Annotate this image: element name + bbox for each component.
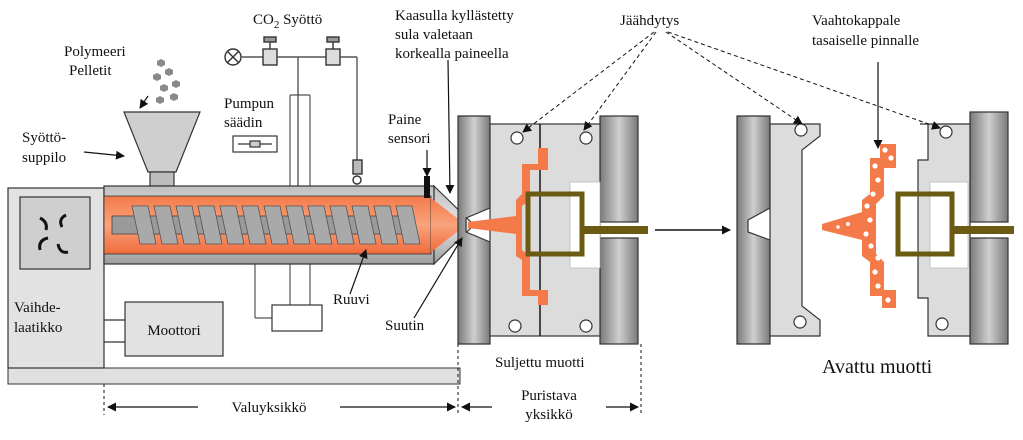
label-motor: Moottori <box>147 323 200 339</box>
pellets <box>153 59 180 104</box>
label-open-mold: Avattu muotti <box>822 356 933 378</box>
label-foam-line1: Vaahtokappale <box>812 13 901 29</box>
label-gearbox-line1: Vaihde- <box>14 300 61 316</box>
label-gas-line1: Kaasulla kyllästetty <box>395 8 514 24</box>
closed-mold <box>457 115 648 345</box>
hopper <box>123 111 201 187</box>
co2-supply-piping <box>224 36 363 186</box>
screw-flights <box>131 205 421 245</box>
label-hopper-line2: suppilo <box>22 150 66 166</box>
label-foam-line2: tasaiselle pinnalle <box>812 33 919 49</box>
label-cooling: Jäähdytys <box>620 13 679 29</box>
label-pump-line1: Pumpun <box>224 96 275 112</box>
label-polymer-line2: Pelletit <box>69 63 112 79</box>
label-co2-subscript: 2 <box>274 19 280 31</box>
label-pressure-line2: sensori <box>388 131 431 147</box>
cooling-arrows <box>522 31 941 133</box>
label-gas-line3: korkealla paineella <box>395 46 509 62</box>
label-pressure-line1: Paine <box>388 112 422 128</box>
label-clamp-line2: yksikkö <box>525 407 573 423</box>
label-co2-supply: CO2 Syöttö <box>253 12 322 31</box>
gearbox <box>7 187 105 369</box>
label-screw: Ruuvi <box>333 292 370 308</box>
pointer-arrows <box>83 59 883 319</box>
label-pump-line2: säädin <box>224 115 263 131</box>
label-nozzle: Suutin <box>385 318 425 334</box>
label-injection-unit: Valuyksikkö <box>232 400 307 416</box>
label-hopper-line1: Syöttö- <box>22 130 66 146</box>
pressure-sensor <box>424 176 430 198</box>
motor <box>104 301 224 357</box>
pump-controller <box>232 94 323 332</box>
label-gearbox-line2: laatikko <box>14 320 62 336</box>
label-gas-line2: sula valetaan <box>395 27 473 43</box>
label-clamp-line1: Puristava <box>521 388 577 404</box>
label-co2-prefix: CO <box>253 12 274 28</box>
label-closed-mold: Suljettu muotti <box>495 355 585 371</box>
section-boundaries <box>103 344 642 415</box>
label-co2-suffix: Syöttö <box>279 12 322 28</box>
machine-base <box>7 367 461 385</box>
open-mold <box>736 111 1014 345</box>
label-polymer-line1: Polymeeri <box>64 44 126 60</box>
